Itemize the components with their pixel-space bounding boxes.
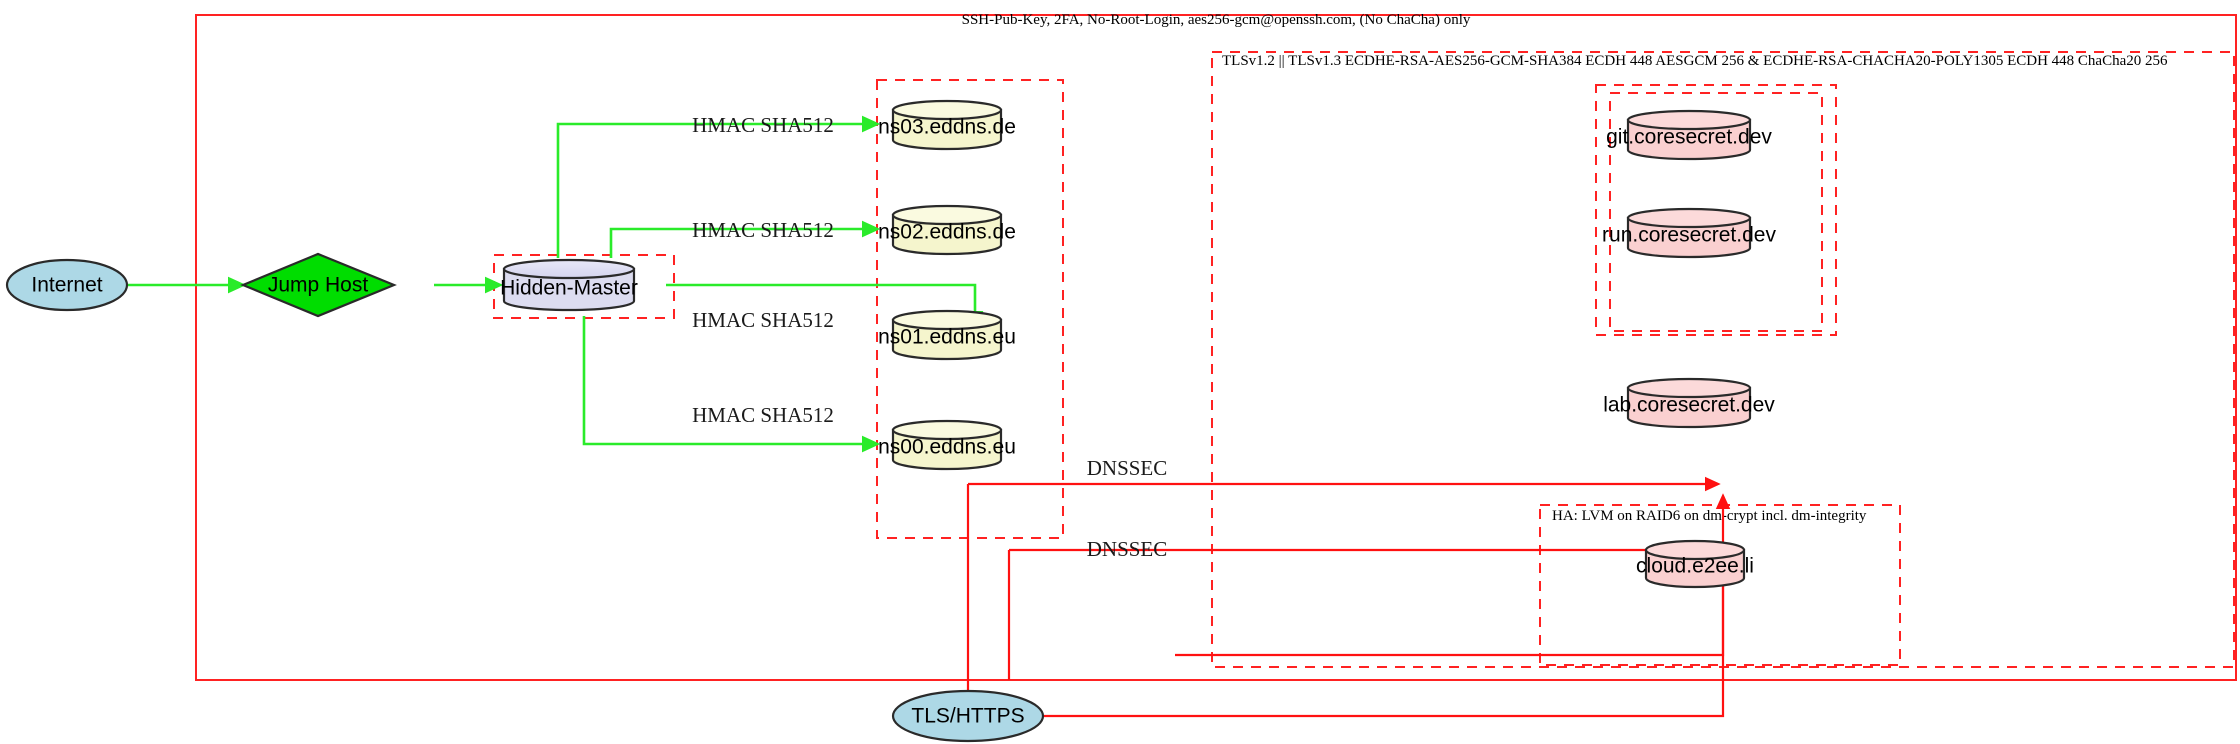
run-cylinder-body <box>1626 216 1752 259</box>
jump-host-diamond <box>240 252 397 318</box>
ns01-cylinder-top <box>891 309 1003 331</box>
ns02-label: ns02.eddns.de <box>878 221 1016 244</box>
git-cylinder-top <box>1626 109 1752 131</box>
internet-ellipse <box>5 258 129 312</box>
cloud-cylinder-body <box>1644 548 1746 589</box>
lab-cylinder-top <box>1626 377 1752 399</box>
node-ns02[interactable]: ns02.eddns.de <box>878 204 1016 256</box>
edge-label-hmac-ns01: HMAC SHA512 <box>692 308 834 332</box>
node-ns03[interactable]: ns03.eddns.de <box>878 99 1016 151</box>
git-cylinder-body <box>1626 118 1752 161</box>
tls-inner-left-guide <box>1213 70 1243 660</box>
ns01-cylinder-body <box>891 318 1003 361</box>
node-lab-coresecret[interactable]: lab.coresecret.dev <box>1603 377 1775 429</box>
edge-hiddenmaster-to-ns00 <box>582 316 877 444</box>
tls-https-ellipse <box>891 689 1045 743</box>
node-run-coresecret[interactable]: run.coresecret.dev <box>1602 207 1776 259</box>
ha-cluster-label: HA: LVM on RAID6 on dm-crypt incl. dm-in… <box>1552 508 1867 524</box>
edge-tlshttps-to-coresecret <box>1043 496 1723 718</box>
edge-tlshttps-to-cloud <box>1175 562 1723 657</box>
coresecret-inner-box <box>1609 92 1823 332</box>
node-cloud-e2ee[interactable]: cloud.e2ee.li <box>1636 539 1754 589</box>
node-hidden-master[interactable]: Hidden-Master <box>500 258 638 312</box>
hidden-master-cylinder-body <box>502 267 636 312</box>
ssh-boundary-box <box>195 14 2237 681</box>
edge-label-hmac-ns03: HMAC SHA512 <box>692 113 834 137</box>
tls-boundary-label: TLSv1.2 || TLSv1.3 ECDHE-RSA-AES256-GCM-… <box>1222 53 2168 69</box>
nameserver-cluster-box <box>876 79 1064 539</box>
node-git-coresecret[interactable]: git.coresecret.dev <box>1606 109 1772 161</box>
ns03-cylinder-body <box>891 108 1003 151</box>
edge-hiddenmaster-to-ns03 <box>556 124 877 258</box>
ns03-label: ns03.eddns.de <box>878 116 1016 139</box>
jump-host-label: Jump Host <box>268 274 369 297</box>
node-jump-host[interactable]: Jump Host <box>240 252 397 318</box>
lab-label: lab.coresecret.dev <box>1603 394 1775 417</box>
node-ns00[interactable]: ns00.eddns.eu <box>878 419 1016 471</box>
git-label: git.coresecret.dev <box>1606 126 1772 149</box>
ns01-label: ns01.eddns.eu <box>878 326 1016 349</box>
edge-hiddenmaster-to-ns02 <box>609 229 877 258</box>
tls-https-label: TLS/HTTPS <box>911 705 1024 728</box>
node-internet[interactable]: Internet <box>5 258 129 312</box>
edge-label-dnssec-upper: DNSSEC <box>1087 456 1168 480</box>
coresecret-outer-box <box>1595 84 1837 336</box>
node-ns01[interactable]: ns01.eddns.eu <box>878 309 1016 361</box>
cloud-label: cloud.e2ee.li <box>1636 555 1754 578</box>
node-tls-https[interactable]: TLS/HTTPS <box>891 689 1045 743</box>
ssh-boundary-label: SSH-Pub-Key, 2FA, No-Root-Login, aes256-… <box>962 12 1471 28</box>
hidden-master-cylinder-top <box>502 258 636 280</box>
ns00-cylinder-body <box>891 428 1003 471</box>
ns03-cylinder-top <box>891 99 1003 121</box>
edge-label-hmac-ns02: HMAC SHA512 <box>692 218 834 242</box>
run-cylinder-top <box>1626 207 1752 229</box>
ns02-cylinder-top <box>891 204 1003 226</box>
ns02-cylinder-body <box>891 213 1003 256</box>
internet-label: Internet <box>31 274 102 297</box>
cloud-cylinder-top <box>1644 539 1746 561</box>
lab-cylinder-body <box>1626 386 1752 429</box>
ns00-label: ns00.eddns.eu <box>878 436 1016 459</box>
hidden-master-label: Hidden-Master <box>500 277 638 300</box>
edge-label-hmac-ns00: HMAC SHA512 <box>692 403 834 427</box>
run-label: run.coresecret.dev <box>1602 224 1776 247</box>
edge-label-dnssec-lower: DNSSEC <box>1087 537 1168 561</box>
ns00-cylinder-top <box>891 419 1003 441</box>
